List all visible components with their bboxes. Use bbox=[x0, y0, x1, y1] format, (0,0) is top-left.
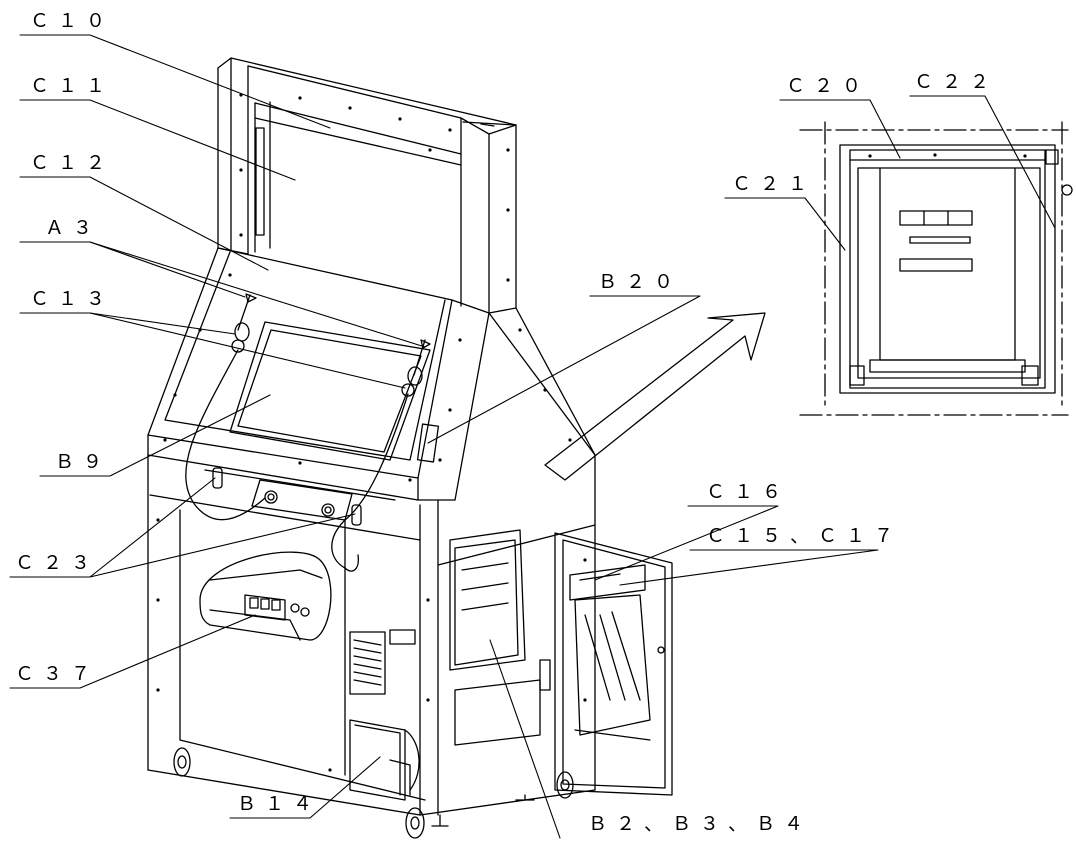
label-a3: Ａ３ bbox=[45, 217, 102, 239]
label-b9: Ｂ９ bbox=[55, 451, 112, 473]
label-c22: Ｃ２２ bbox=[914, 71, 999, 93]
view-arrow bbox=[545, 313, 765, 480]
panel-screws bbox=[163, 273, 572, 482]
leader-b14 bbox=[230, 757, 380, 818]
label-c11: Ｃ１１ bbox=[30, 75, 115, 97]
leader-b2 bbox=[490, 640, 560, 838]
label-c10: Ｃ１０ bbox=[30, 10, 115, 32]
label-c21: Ｃ２１ bbox=[732, 173, 817, 195]
label-b2-b3-b4: Ｂ２、Ｂ３、Ｂ４ bbox=[588, 813, 813, 835]
open-door bbox=[555, 533, 672, 795]
label-c23: Ｃ２３ bbox=[15, 552, 100, 574]
label-c13: Ｃ１３ bbox=[30, 288, 115, 310]
label-c12: Ｃ１２ bbox=[30, 152, 115, 174]
lower-cabinet bbox=[148, 455, 595, 815]
leader-c20 bbox=[780, 100, 900, 158]
top-tower bbox=[218, 58, 516, 313]
leader-c37 bbox=[10, 615, 255, 688]
side-slope bbox=[418, 313, 595, 462]
tower-screws bbox=[239, 93, 510, 282]
leader-lines bbox=[10, 35, 1055, 838]
label-b20: Ｂ２０ bbox=[598, 271, 683, 293]
front-panel bbox=[148, 248, 595, 571]
detail-view bbox=[800, 122, 1072, 415]
leader-c22 bbox=[910, 96, 1055, 228]
leader-c12 bbox=[20, 177, 268, 270]
leader-c13-2 bbox=[90, 313, 405, 388]
detail-screws bbox=[868, 153, 1027, 158]
leader-b9 bbox=[40, 395, 270, 476]
leader-c11 bbox=[20, 100, 295, 180]
label-c37: Ｃ３７ bbox=[15, 663, 100, 685]
leader-c23-2 bbox=[90, 514, 355, 577]
leader-a3-2 bbox=[90, 242, 425, 347]
label-c16: Ｃ１６ bbox=[706, 481, 791, 503]
label-b14: Ｂ１４ bbox=[237, 793, 322, 815]
cabinet-screws bbox=[156, 518, 587, 772]
label-c15-c17: Ｃ１５、Ｃ１７ bbox=[706, 525, 903, 547]
casters bbox=[174, 748, 573, 838]
leader-b20 bbox=[428, 296, 700, 443]
leader-c10 bbox=[20, 35, 330, 128]
leader-c15 bbox=[620, 550, 878, 585]
label-c20: Ｃ２０ bbox=[786, 75, 871, 97]
leader-c21 bbox=[725, 198, 845, 250]
leader-c16 bbox=[595, 506, 778, 580]
